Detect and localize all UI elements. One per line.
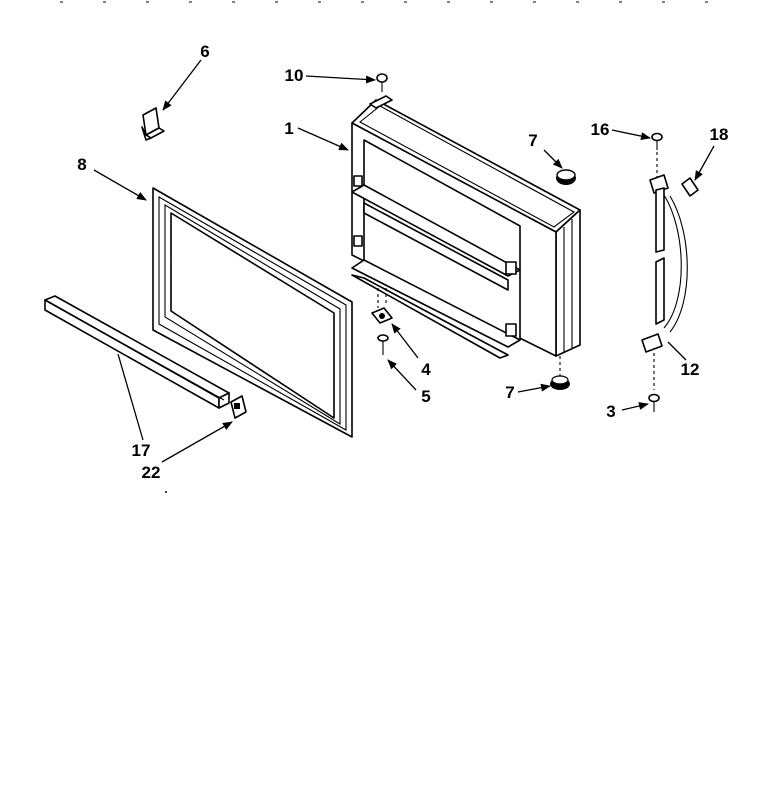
callout-16: 16 xyxy=(591,120,610,139)
part-16-screw xyxy=(651,132,663,150)
part-5-screw xyxy=(377,334,389,355)
callout-1: 1 xyxy=(284,119,293,138)
part-22-clip xyxy=(230,395,247,419)
callout-8: 8 xyxy=(77,155,86,174)
callout-12: 12 xyxy=(681,360,700,379)
part-7-bushing-bottom xyxy=(550,356,570,390)
part-17-trim-strip xyxy=(44,295,230,409)
stray-dot xyxy=(165,491,167,493)
callout-5: 5 xyxy=(421,387,430,406)
callout-7-bottom: 7 xyxy=(505,383,514,402)
callout-7-top: 7 xyxy=(528,131,537,150)
part-3-screw xyxy=(648,393,660,412)
callout-18: 18 xyxy=(710,125,729,144)
callout-6: 6 xyxy=(200,42,209,61)
part-10-screw xyxy=(376,73,388,92)
leader-lines xyxy=(93,59,715,463)
part-7-cap-top xyxy=(556,169,576,185)
part-6-bracket xyxy=(141,107,165,141)
callout-4: 4 xyxy=(421,360,431,379)
part-12-handle xyxy=(641,152,688,390)
part-1-door-liner xyxy=(351,95,581,359)
callout-3: 3 xyxy=(606,402,615,421)
part-8-door-gasket xyxy=(152,187,353,438)
callout-22: 22 xyxy=(142,463,161,482)
part-18-plate xyxy=(681,177,699,197)
callout-17: 17 xyxy=(132,441,151,460)
part-4-hinge-bracket xyxy=(371,288,393,324)
callout-10: 10 xyxy=(285,66,304,85)
